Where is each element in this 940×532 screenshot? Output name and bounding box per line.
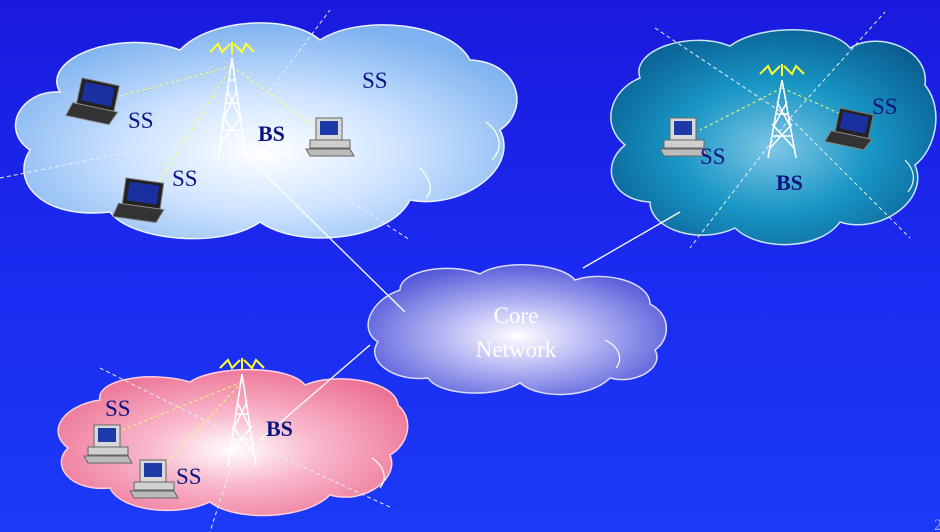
radio-tower-icon	[759, 64, 805, 159]
desktop-computer-icon	[129, 459, 179, 499]
ss-label: SS	[105, 396, 131, 421]
ss-label: SS	[872, 94, 898, 119]
cloud-core-network	[367, 264, 668, 396]
sector-boundaries	[0, 9, 911, 532]
core-network-label-line1: Core	[494, 303, 539, 328]
laptop-icon	[823, 107, 874, 151]
ss-label: SS	[362, 68, 388, 93]
bs-label: BS	[258, 121, 285, 146]
bs-label: BS	[776, 170, 803, 195]
ss-label: SS	[128, 108, 154, 133]
desktop-computer-icon	[305, 117, 355, 157]
desktop-computer-icon	[83, 424, 133, 464]
network-links	[239, 149, 681, 441]
radio-tower-icon	[209, 42, 255, 159]
bs-label: BS	[266, 416, 293, 441]
radio-tower-icon	[219, 358, 265, 467]
core-network-label-line2: Network	[476, 337, 557, 362]
page-number: 2	[934, 517, 940, 532]
ss-label: SS	[172, 166, 198, 191]
desktop-computer-icon	[659, 117, 709, 157]
ss-label: SS	[176, 464, 202, 489]
laptop-icon	[111, 177, 165, 224]
cloud-top-right	[610, 29, 937, 246]
laptop-icon	[65, 77, 120, 126]
ss-label: SS	[700, 144, 726, 169]
